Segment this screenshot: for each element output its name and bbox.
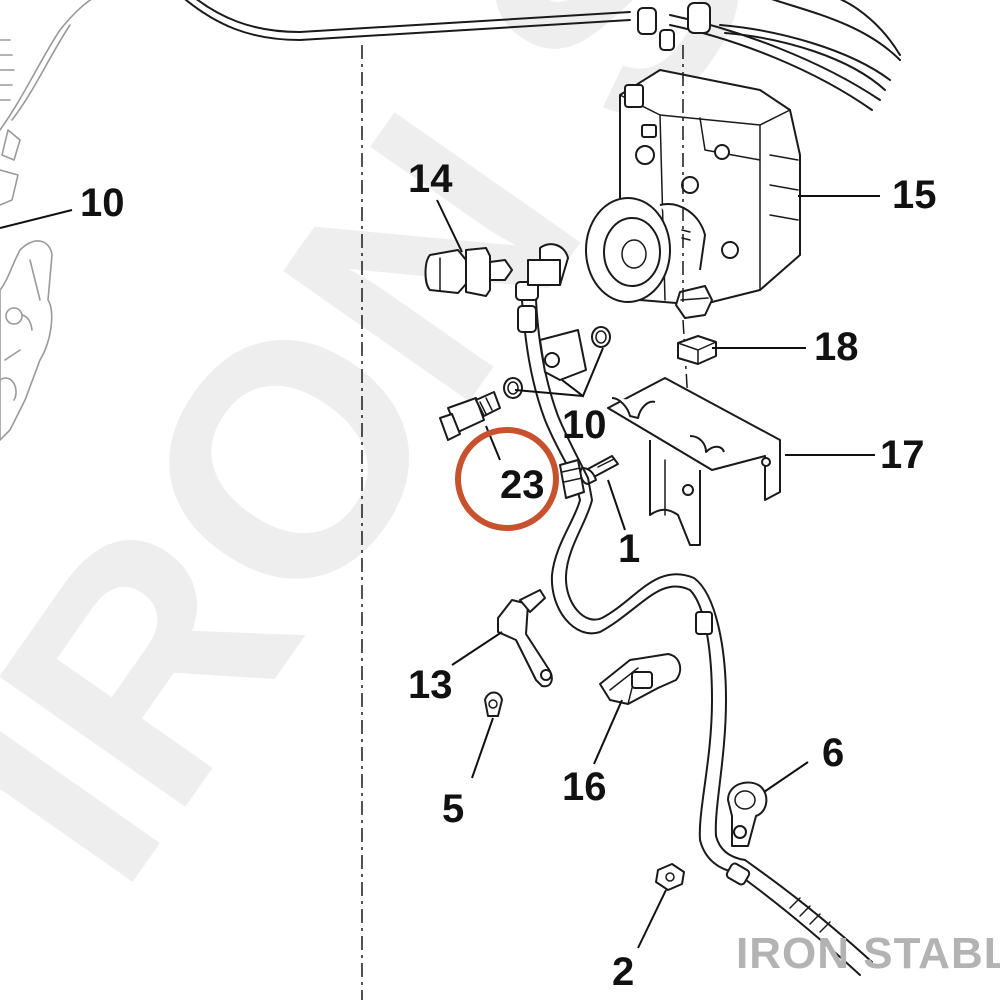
module-axis-lower xyxy=(682,319,691,436)
central-brake-line xyxy=(515,243,746,873)
hose-clip xyxy=(484,691,503,717)
callout-17: 17 xyxy=(880,433,925,477)
left-neighbor-assembly xyxy=(0,0,92,442)
mount-grommet xyxy=(677,335,717,365)
brake-light-switch xyxy=(439,391,501,441)
callout-18: 18 xyxy=(814,325,859,369)
callout-1: 1 xyxy=(618,527,640,571)
p-clamp xyxy=(727,781,768,847)
flange-nut xyxy=(655,863,685,891)
line-clamp xyxy=(599,653,682,705)
leader-lines xyxy=(0,195,880,949)
sensor-bracket xyxy=(497,589,553,688)
callouts: 10 14 15 18 10 17 23 1 13 6 5 16 2 xyxy=(80,157,937,994)
callout-16: 16 xyxy=(562,765,607,809)
callout-23: 23 xyxy=(500,463,545,507)
callout-14: 14 xyxy=(408,157,453,201)
bracket-bolt xyxy=(579,455,619,485)
lower-cable xyxy=(725,859,873,976)
mount-bracket xyxy=(607,377,781,546)
brand-watermark: IRON STABLE xyxy=(736,929,1000,978)
abs-module xyxy=(585,69,801,319)
highlight-ring-23 xyxy=(455,427,559,531)
callout-13: 13 xyxy=(408,663,453,707)
crush-washers xyxy=(503,326,611,399)
callout-5: 5 xyxy=(442,787,464,831)
pressure-sensor xyxy=(424,247,513,297)
callout-10-center: 10 xyxy=(562,403,607,447)
callout-6: 6 xyxy=(822,731,844,775)
callout-2: 2 xyxy=(612,950,634,994)
upper-brake-lines xyxy=(184,0,901,111)
callout-15: 15 xyxy=(892,173,937,217)
callout-10-left: 10 xyxy=(80,181,125,225)
